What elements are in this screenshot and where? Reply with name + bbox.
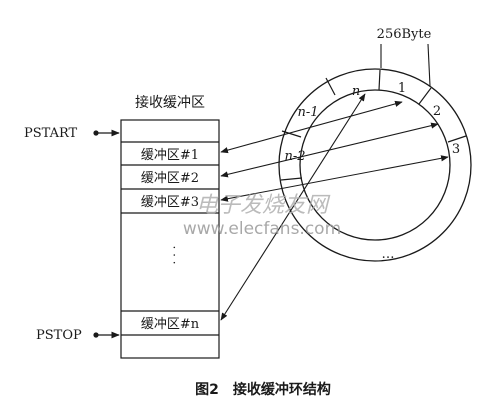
buffer-slot-n: 缓冲区#n — [141, 317, 200, 332]
link-slotn-segmentn — [220, 93, 366, 321]
buffer-slot-3: 缓冲区#3 — [141, 195, 199, 210]
ring-segment-2: 2 — [433, 104, 441, 119]
buffer-outline — [120, 119, 220, 359]
pstart-label: PSTART — [24, 126, 78, 141]
ring-divider — [378, 69, 381, 91]
ring-segment-n: n — [352, 84, 360, 99]
ring-segment-3: 3 — [452, 142, 460, 157]
ring-ellipsis: … — [382, 247, 395, 262]
watermark-cn: 电子发烧友网 — [196, 193, 331, 218]
ring-divider — [325, 77, 336, 96]
ring-segment-n-minus-1: n-1 — [297, 105, 318, 120]
ring-divider — [280, 177, 303, 181]
figure-caption: 图2 接收缓冲环结构 — [195, 381, 331, 398]
ring-size-label: 256Byte — [377, 27, 432, 42]
buffer-title: 接收缓冲区 — [135, 94, 205, 111]
pstop-label: PSTOP — [36, 328, 82, 343]
buffer-slot-1: 缓冲区#1 — [141, 148, 199, 163]
size-bracket-right — [427, 43, 431, 87]
ring-divider — [447, 135, 467, 143]
vertical-dots: · · · — [167, 245, 181, 264]
ring-segment-1: 1 — [398, 81, 406, 96]
buffer-slot-2: 缓冲区#2 — [141, 171, 199, 186]
ring-divider — [418, 87, 432, 105]
watermark-url: www.elecfans.com — [183, 219, 341, 239]
